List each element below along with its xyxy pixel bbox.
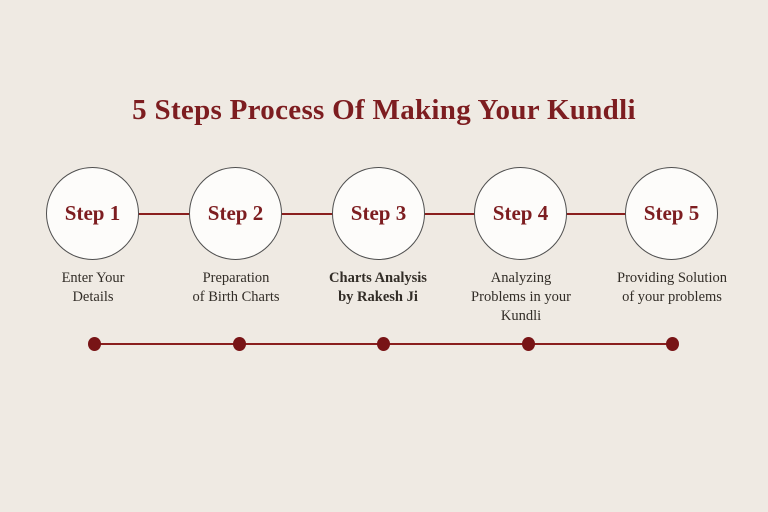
step-2-description: Preparation of Birth Charts: [192, 270, 280, 305]
step-4-description: Analyzing Problems in your Kundli: [471, 270, 571, 324]
step-5-description: Providing Solution of your problems: [617, 270, 727, 305]
step-1-circle: Step 1: [46, 167, 139, 260]
timeline-dot-5: [666, 337, 679, 351]
timeline-dot-1: [88, 337, 101, 351]
page-title: 5 Steps Process Of Making Your Kundli: [132, 94, 636, 126]
step-4-circle: Step 4: [474, 167, 567, 260]
timeline-dot-2: [233, 337, 246, 351]
step-1-label: Step 1: [64, 201, 121, 225]
step-1-description: Enter Your Details: [61, 270, 125, 305]
step-2-circle: Step 2: [189, 167, 282, 260]
timeline-dot-4: [522, 337, 535, 351]
step-4-label: Step 4: [492, 201, 549, 225]
step-5-label: Step 5: [643, 201, 700, 225]
step-3-circle: Step 3: [332, 167, 425, 260]
timeline-dot-3: [377, 337, 390, 351]
step-2-label: Step 2: [207, 201, 264, 225]
step-5-circle: Step 5: [625, 167, 718, 260]
step-3-label: Step 3: [350, 201, 407, 225]
step-3-description: Charts Analysis by Rakesh Ji: [329, 270, 427, 305]
